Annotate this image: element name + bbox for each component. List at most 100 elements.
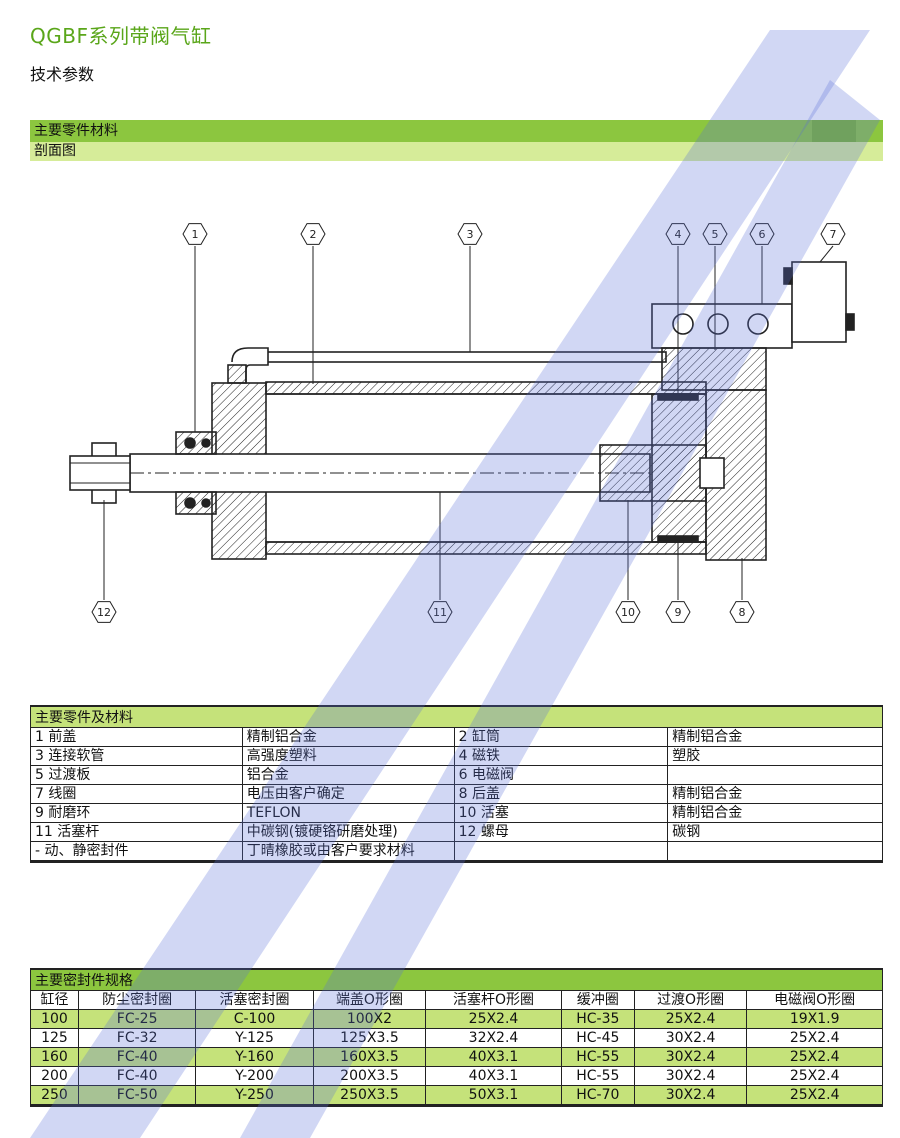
table-cell: 125X3.5	[312, 1028, 427, 1048]
table-cell: 9 耐磨环	[30, 803, 243, 823]
table-cell: HC-55	[560, 1066, 635, 1086]
table-cell: 30X2.4	[633, 1085, 748, 1106]
table-cell: 丁晴橡胶或由客户要求材料	[241, 841, 455, 862]
table-cell: - 动、静密封件	[30, 841, 243, 862]
table-cell: 25X2.4	[746, 1085, 883, 1106]
connecting-hose-shape	[265, 351, 667, 363]
section-tab	[812, 120, 856, 142]
callout-label: 9	[675, 606, 682, 619]
page-subtitle: 技术参数	[30, 65, 95, 84]
table-cell: 塑胶	[667, 746, 883, 766]
table-cell: 250X3.5	[312, 1085, 427, 1106]
table-cell: 8 后盖	[453, 784, 669, 804]
callout-label: 5	[712, 228, 719, 241]
column-header: 过渡O形圈	[633, 990, 748, 1010]
table-cell: 25X2.4	[746, 1028, 883, 1048]
table-cell: 25X2.4	[746, 1066, 883, 1086]
parts-table-title: 主要零件及材料	[30, 705, 883, 727]
table-cell: FC-40	[77, 1066, 197, 1086]
table-cell: FC-32	[77, 1028, 197, 1048]
section-title: 主要零件材料	[34, 123, 118, 139]
callout-label: 6	[759, 228, 766, 241]
table-cell: 7 线圈	[30, 784, 243, 804]
table-cell: 100X2	[312, 1009, 427, 1029]
table-cell: 160	[30, 1047, 79, 1067]
table-cell: 2 缸筒	[453, 727, 669, 747]
callout-hexagon	[91, 601, 117, 623]
callout-hexagon	[615, 601, 641, 623]
table-cell: FC-25	[77, 1009, 197, 1029]
callout-hexagon	[182, 223, 208, 245]
table-cell: Y-125	[195, 1028, 314, 1048]
callout-label: 1	[192, 228, 199, 241]
callout-label: 8	[739, 606, 746, 619]
table-cell: 中碳钢(镀硬铬研磨处理)	[241, 822, 455, 842]
table-cell	[453, 841, 669, 862]
column-header: 活塞密封圈	[195, 990, 314, 1010]
table-cell: 32X2.4	[425, 1028, 562, 1048]
table-cell: FC-40	[77, 1047, 197, 1067]
callout-label: 10	[621, 606, 635, 619]
callout-label: 11	[433, 606, 447, 619]
table-cell: 200X3.5	[312, 1066, 427, 1086]
table-cell: 25X2.4	[633, 1009, 748, 1029]
table-cell: 19X1.9	[746, 1009, 883, 1029]
table-cell: 精制铝合金	[667, 727, 883, 747]
table-cell: 精制铝合金	[667, 803, 883, 823]
table-cell: 25X2.4	[746, 1047, 883, 1067]
table-cell: 精制铝合金	[667, 784, 883, 804]
table-row: 11 活塞杆中碳钢(镀硬铬研磨处理)12 螺母碳钢	[30, 822, 883, 842]
callout-hexagon	[457, 223, 483, 245]
table-cell: 200	[30, 1066, 79, 1086]
section-header: 主要零件材料	[30, 120, 883, 142]
table-cell: 高强度塑料	[241, 746, 455, 766]
callout-hexagon	[820, 223, 846, 245]
table-cell: 电压由客户确定	[241, 784, 455, 804]
column-header: 缸径	[30, 990, 79, 1010]
table-cell	[667, 841, 883, 862]
callout-label: 2	[310, 228, 317, 241]
barrel-top-shape	[265, 381, 707, 395]
table-cell: 160X3.5	[312, 1047, 427, 1067]
table-cell: 25X2.4	[425, 1009, 562, 1029]
table-cell: TEFLON	[241, 803, 455, 823]
table-cell: 30X2.4	[633, 1047, 748, 1067]
column-header: 端盖O形圈	[312, 990, 427, 1010]
table-cell: Y-200	[195, 1066, 314, 1086]
seals-table-title: 主要密封件规格	[30, 968, 883, 990]
page-title: QGBF系列带阀气缸	[30, 24, 212, 48]
column-header: 活塞杆O形圈	[425, 990, 562, 1010]
table-cell: 4 磁铁	[453, 746, 669, 766]
seals-table: 主要密封件规格 缸径防尘密封圈活塞密封圈端盖O形圈活塞杆O形圈缓冲圈过渡O形圈电…	[30, 968, 883, 1107]
callout-hexagon	[300, 223, 326, 245]
table-cell: 12 螺母	[453, 822, 669, 842]
callout-label: 12	[97, 606, 111, 619]
column-header: 缓冲圈	[560, 990, 635, 1010]
callout-label: 4	[675, 228, 682, 241]
table-cell: 30X2.4	[633, 1028, 748, 1048]
seals-table-grid: 缸径防尘密封圈活塞密封圈端盖O形圈活塞杆O形圈缓冲圈过渡O形圈电磁阀O形圈 10…	[30, 990, 883, 1107]
callout-hexagon	[427, 601, 453, 623]
table-cell: Y-160	[195, 1047, 314, 1067]
table-cell: 5 过渡板	[30, 765, 243, 785]
table-cell: 1 前盖	[30, 727, 243, 747]
callout-label: 7	[830, 228, 837, 241]
table-cell: 3 连接软管	[30, 746, 243, 766]
section-sub-title: 剖面图	[34, 143, 76, 159]
table-cell: HC-70	[560, 1085, 635, 1106]
callout-hexagon	[749, 223, 775, 245]
column-header: 电磁阀O形圈	[746, 990, 883, 1010]
callout-label: 3	[467, 228, 474, 241]
table-cell: 10 活塞	[453, 803, 669, 823]
table-cell: FC-50	[77, 1085, 197, 1106]
